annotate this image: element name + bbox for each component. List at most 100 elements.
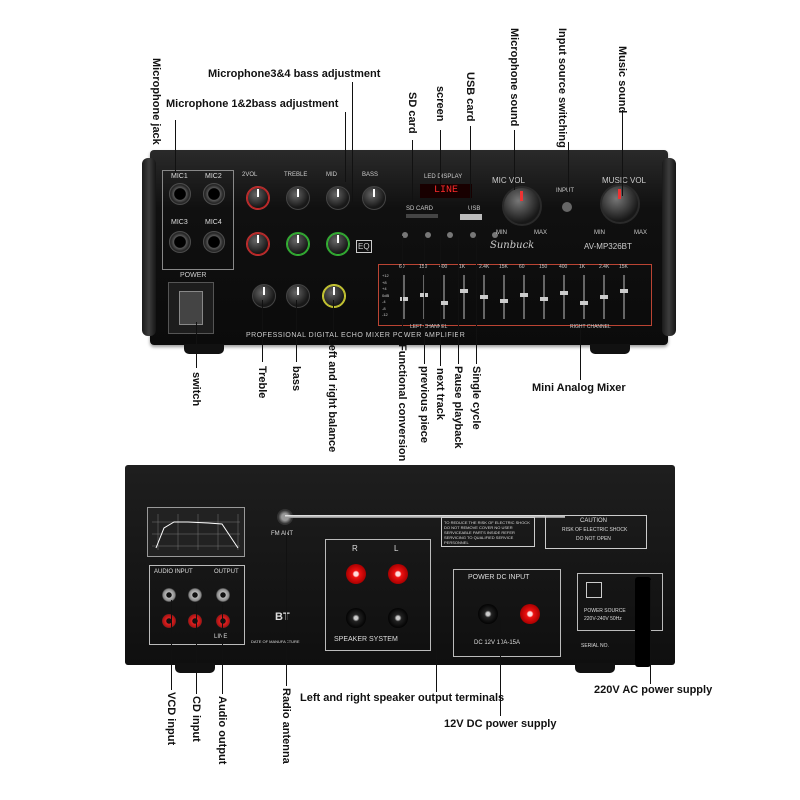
mic1-jack[interactable] (169, 183, 191, 205)
eq-slider-handle[interactable] (400, 297, 408, 301)
audio-output-left-jack[interactable] (216, 588, 230, 602)
fm-antenna-rod[interactable] (285, 515, 565, 518)
input-select-button[interactable] (562, 202, 572, 212)
audio-io-panel: AUDIO INPUT OUTPUT LINE (149, 565, 245, 645)
mic1-label: MIC1 (171, 173, 188, 180)
mic4-jack[interactable] (203, 231, 225, 253)
callout-input-source-switching: Input source switching (556, 28, 568, 148)
eq-slider[interactable] (600, 275, 608, 319)
balance-knob[interactable] (322, 284, 346, 308)
eq-db-scale-label: +4 (382, 286, 387, 291)
repeat-button[interactable] (492, 232, 498, 238)
eq-slider-handle[interactable] (480, 295, 488, 299)
vcd-input-left-jack[interactable] (162, 588, 176, 602)
eq-band-label: 400 (439, 264, 448, 270)
speaker-terminal-panel: R L SPEAKER SYSTEM (325, 539, 431, 651)
callout-switch: switch (190, 372, 202, 407)
eq-slider[interactable] (520, 275, 528, 319)
callout-radio-antenna: Radio antenna (280, 688, 292, 764)
power-source-label: POWER SOURCE (584, 608, 626, 614)
mic3-jack[interactable] (169, 231, 191, 253)
mic3-label: MIC3 (171, 219, 188, 226)
eq-slider-handle[interactable] (620, 289, 628, 293)
mic2-jack[interactable] (203, 183, 225, 205)
callout-balance: Left and right balance (326, 338, 338, 453)
eq-band-label: 60 (519, 264, 525, 270)
play-pause-button[interactable] (469, 232, 476, 238)
callout-screen: screen (434, 86, 446, 122)
warning-sticker: TO REDUCE THE RISK OF ELECTRIC SHOCK DO … (441, 517, 535, 547)
speaker-l-label: L (394, 544, 399, 553)
speaker-right-negative-terminal[interactable] (346, 608, 366, 628)
speaker-left-positive-terminal[interactable] (388, 564, 408, 584)
eq-slider[interactable] (480, 275, 488, 319)
callout-speaker-terminals: Left and right speaker output terminals (300, 692, 505, 704)
mic2-label: MIC2 (205, 173, 222, 180)
right-rack-handle (662, 158, 676, 336)
dc-rating-label: DC 12V 10A-15A (474, 640, 521, 646)
mode-button[interactable] (402, 232, 408, 238)
eq-slider-handle[interactable] (440, 301, 448, 305)
callout-audio-output: Audio output (216, 696, 228, 765)
mic-jack-panel: MIC1 MIC2 MIC3 MIC4 (162, 170, 234, 270)
eq-slider[interactable] (400, 275, 408, 319)
eq-slider-handle[interactable] (560, 291, 568, 295)
music-volume-knob[interactable] (600, 184, 640, 224)
mic-volume-knob[interactable] (502, 186, 542, 226)
ac-power-cord[interactable] (635, 577, 651, 667)
mic12-mid-knob[interactable] (326, 186, 350, 210)
rear-left-foot (175, 663, 215, 673)
music-vol-min: MIN (594, 230, 605, 236)
dc-positive-terminal[interactable] (520, 604, 540, 624)
callout-music-sound: Music sound (616, 46, 628, 114)
callout-ac-supply: 220V AC power supply (594, 684, 713, 696)
eq-band-label: 400 (559, 264, 568, 270)
mic12-vol-knob[interactable] (246, 186, 270, 210)
speaker-r-label: R (352, 544, 358, 553)
eq-band-label: 150 (419, 264, 427, 270)
output-label: OUTPUT (214, 569, 239, 575)
mic12-treble-knob[interactable] (286, 186, 310, 210)
audio-output-right-jack[interactable] (216, 614, 230, 628)
mic34-vol-knob[interactable] (246, 232, 270, 256)
callout-microphone-sound: Microphone sound (508, 28, 520, 127)
cd-input-left-jack[interactable] (188, 588, 202, 602)
eq-slider-handle[interactable] (460, 289, 468, 293)
eq-slider-handle[interactable] (600, 295, 608, 299)
eq-slider-handle[interactable] (580, 301, 588, 305)
dc-negative-terminal[interactable] (478, 604, 498, 624)
music-vol-panel-label: MUSIC VOL (602, 176, 647, 185)
previous-button[interactable] (424, 232, 431, 238)
eq-slider-handle[interactable] (500, 299, 508, 303)
speaker-right-positive-terminal[interactable] (346, 564, 366, 584)
eq-slider[interactable] (500, 275, 508, 319)
sd-card-slot[interactable] (406, 214, 438, 218)
cd-input-right-jack[interactable] (188, 614, 202, 628)
vcd-input-right-jack[interactable] (162, 614, 176, 628)
mic12-bass-knob[interactable] (362, 186, 386, 210)
eq-slider[interactable] (560, 275, 568, 319)
front-right-foot (590, 344, 630, 354)
eq-slider[interactable] (620, 275, 628, 319)
eq-band-label: 1K (579, 264, 586, 270)
eq-band-label: 150 (539, 264, 548, 270)
usb-port[interactable] (460, 214, 482, 220)
callout-sd-card: SD card (406, 92, 418, 134)
eq-slider[interactable] (460, 275, 468, 319)
mic4-label: MIC4 (205, 219, 222, 226)
mic34-bass-knob[interactable] (326, 232, 350, 256)
eq-slider[interactable] (580, 275, 588, 319)
speaker-left-negative-terminal[interactable] (388, 608, 408, 628)
treble-knob[interactable] (252, 284, 276, 308)
eq-slider[interactable] (540, 275, 548, 319)
led-display-label: LED DISPLAY (424, 174, 463, 180)
next-button[interactable] (447, 232, 453, 238)
music-vol-max: MAX (634, 230, 648, 236)
eq-slider[interactable] (440, 275, 448, 319)
power-switch[interactable] (179, 291, 203, 325)
eq-slider-handle[interactable] (520, 293, 528, 297)
bass-knob[interactable] (286, 284, 310, 308)
eq-band-label: 2.4K (599, 264, 610, 270)
eq-slider-handle[interactable] (540, 297, 548, 301)
mic34-treble-knob[interactable] (286, 232, 310, 256)
